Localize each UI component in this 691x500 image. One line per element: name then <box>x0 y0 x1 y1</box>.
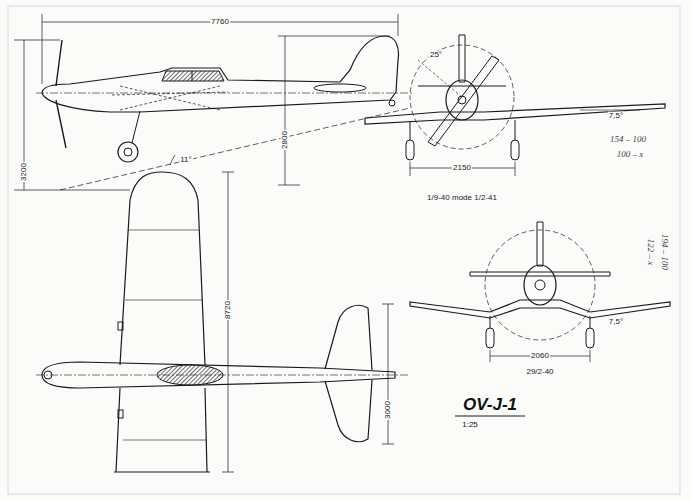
handwritten-note: 100 – x <box>616 150 645 160</box>
angle-label: 11° <box>179 156 193 165</box>
handwritten-note: 122 – x <box>645 238 655 267</box>
side-view <box>14 14 412 190</box>
dimension-label: 2060 <box>530 352 550 361</box>
dimension-label: 2150 <box>452 164 472 173</box>
note-text: 29/2-40 <box>525 368 554 377</box>
drawing-title: OV-J-1 <box>463 395 517 415</box>
note-text: 1/9-40 mode 1/2-41 <box>426 194 498 203</box>
dimension-label: 7760 <box>210 18 230 27</box>
handwritten-note: 154 – 100 <box>609 135 647 145</box>
dimension-label: 8720 <box>224 300 233 320</box>
front-view <box>365 35 665 176</box>
angle-label: 7,5° <box>608 112 624 121</box>
dimension-label: 2800 <box>281 130 290 150</box>
angle-label: 25° <box>429 51 443 60</box>
plan-view <box>36 172 410 472</box>
handwritten-note: 194 – 100 <box>659 233 669 271</box>
angle-label: 7,5° <box>608 318 624 327</box>
dimension-label: 3200 <box>20 162 29 182</box>
dimension-label: 3000 <box>384 400 393 420</box>
scale-label: 1:25 <box>462 420 478 429</box>
rear-view <box>410 222 670 416</box>
